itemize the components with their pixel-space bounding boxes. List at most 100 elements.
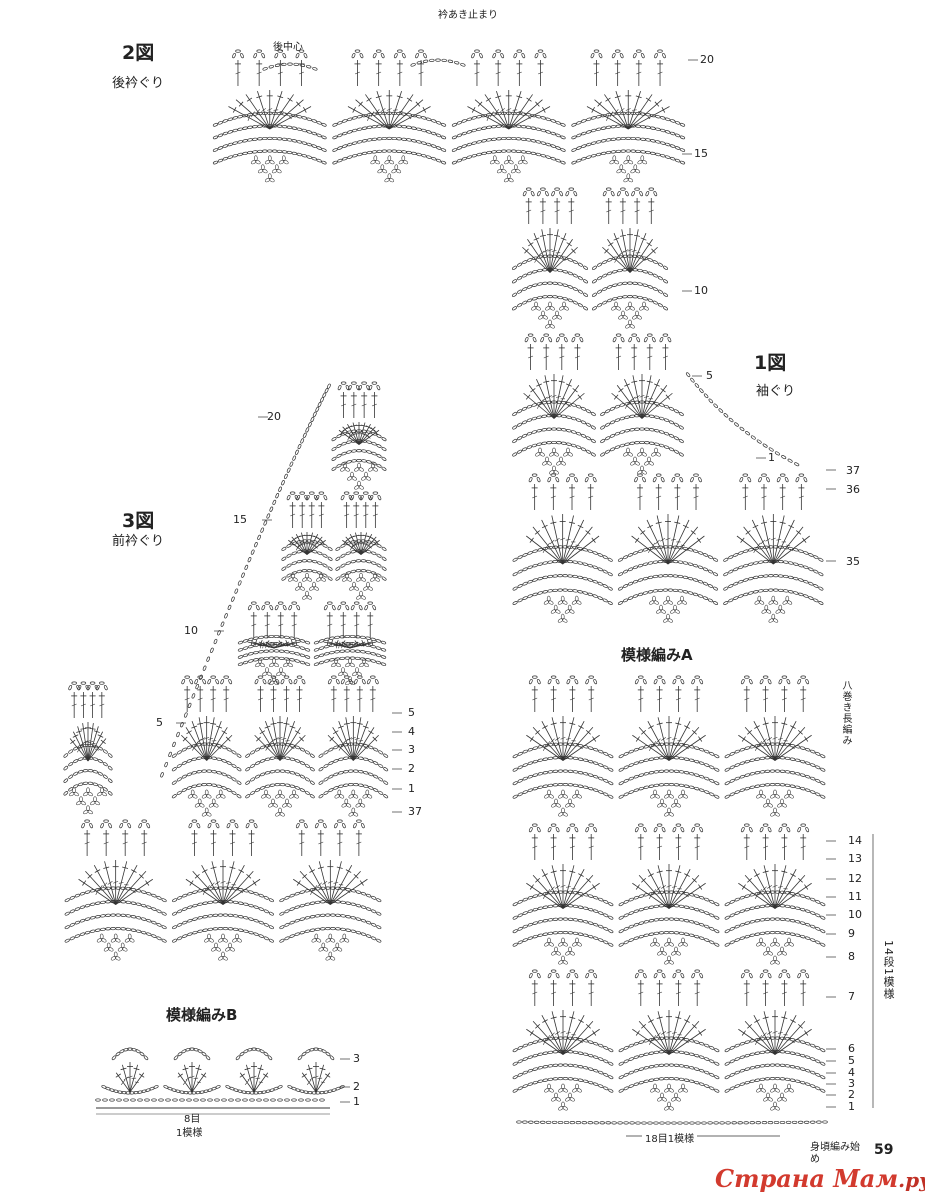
- chain-stitch: [314, 900, 321, 904]
- chain-stitch: [671, 1121, 677, 1125]
- stitch-cross-bar: [763, 697, 769, 701]
- chain-stitch: [585, 679, 590, 685]
- chain-stitch: [615, 137, 622, 141]
- chain-stitch: [645, 150, 651, 155]
- chain-stitch: [237, 140, 243, 144]
- chain-stitch: [694, 675, 700, 679]
- chain-stitch: [186, 1098, 192, 1102]
- stitch-cross-bar: [359, 432, 365, 435]
- chain-stitch: [528, 477, 533, 483]
- chain-stitch: [592, 594, 598, 598]
- chain-stitch: [668, 917, 675, 921]
- chain-stitch: [354, 635, 361, 639]
- chain-stitch: [151, 893, 157, 898]
- chain-stitch: [714, 915, 720, 920]
- chain-stitch: [431, 119, 437, 123]
- stitch-cross-bar: [309, 1076, 315, 1081]
- chain-stitch: [622, 555, 629, 560]
- chain-stitch: [577, 757, 584, 761]
- stitch-top-bar: [471, 107, 476, 113]
- chain-stitch: [349, 649, 356, 653]
- chain-stitch: [662, 574, 669, 578]
- chain-stitch: [69, 895, 75, 900]
- cluster-stitch: [551, 951, 557, 956]
- stitch-top-bar: [696, 537, 702, 543]
- stitch-top-bar: [252, 880, 257, 886]
- chain-stitch: [652, 477, 657, 483]
- chain-stitch: [628, 897, 634, 902]
- stitch-cross-bar: [763, 991, 769, 995]
- chain-stitch: [286, 563, 292, 568]
- cluster-stitch: [348, 794, 354, 799]
- cluster-stitch: [770, 1088, 776, 1093]
- chain-stitch: [107, 765, 113, 771]
- chain-stitch: [187, 1091, 193, 1095]
- chain-stitch: [364, 605, 369, 611]
- page-number: 59: [874, 1142, 894, 1158]
- stitch-top-bar: [754, 725, 760, 729]
- chain-stitch: [316, 133, 322, 138]
- chain-stitch: [381, 149, 388, 153]
- chain-stitch: [789, 744, 796, 748]
- stitch-top-bar: [415, 101, 421, 107]
- stitch-cross-bar: [627, 399, 632, 405]
- chain-stitch: [655, 140, 661, 144]
- chain-stitch: [764, 1036, 771, 1040]
- chain-stitch: [232, 887, 239, 891]
- chain-stitch: [593, 1055, 599, 1059]
- chain-stitch: [284, 909, 290, 914]
- chain-stitch: [632, 551, 639, 555]
- chain-stitch: [683, 1051, 690, 1055]
- chain-stitch: [269, 506, 274, 512]
- chain-stitch: [195, 683, 199, 690]
- chain-stitch: [263, 922, 269, 927]
- chain-stitch: [577, 932, 584, 936]
- chain-stitch: [583, 920, 589, 924]
- chain-stitch: [264, 771, 271, 775]
- chain-stitch: [657, 276, 663, 281]
- chain-stitch: [640, 53, 645, 59]
- chain-stitch: [371, 909, 377, 914]
- chain-stitch: [627, 567, 634, 572]
- cluster-stitch: [345, 662, 351, 668]
- chain-stitch: [522, 763, 528, 767]
- chain-stitch: [567, 1050, 574, 1054]
- stitch-cross-bar: [767, 885, 773, 889]
- stitch-cross-bar: [675, 991, 681, 995]
- chain-stitch: [369, 495, 374, 501]
- stitch-cross-bar: [546, 1035, 551, 1041]
- stitch-cross-bar: [301, 541, 307, 546]
- chain-stitch: [97, 771, 103, 776]
- stitch-cross-bar: [361, 403, 367, 407]
- cluster-stitch: [124, 938, 131, 943]
- chain-stitch: [627, 295, 633, 299]
- chain-stitch: [572, 931, 579, 935]
- chain-stitch: [338, 757, 344, 761]
- chain-stitch: [810, 1070, 816, 1075]
- chain-stitch: [542, 932, 549, 936]
- stitch-top-bar: [197, 722, 204, 725]
- chain-stitch: [64, 911, 70, 916]
- chain-stitch: [344, 649, 351, 653]
- stitch-cross-bar: [85, 740, 91, 743]
- chain-stitch: [515, 112, 522, 116]
- chain-stitch: [299, 903, 305, 908]
- chain-stitch: [572, 589, 578, 593]
- cluster-stitch: [664, 794, 670, 799]
- chain-stitch: [598, 53, 603, 59]
- chain-stitch: [363, 491, 369, 495]
- chain-stitch: [261, 1090, 267, 1094]
- cluster-stitch: [261, 794, 267, 799]
- chain-stitch: [656, 675, 663, 679]
- chain-stitch: [217, 146, 224, 150]
- chain-stitch: [678, 1064, 685, 1068]
- chain-stitch: [125, 927, 132, 931]
- cluster-stitch: [282, 803, 288, 808]
- chain-stitch: [314, 914, 321, 918]
- chain-stitch: [800, 1053, 806, 1058]
- stitch-cross-bar: [313, 885, 318, 891]
- chain-stitch: [808, 596, 814, 600]
- chain-stitch: [371, 551, 377, 556]
- chain-stitch: [650, 126, 656, 130]
- chain-stitch: [683, 1038, 690, 1042]
